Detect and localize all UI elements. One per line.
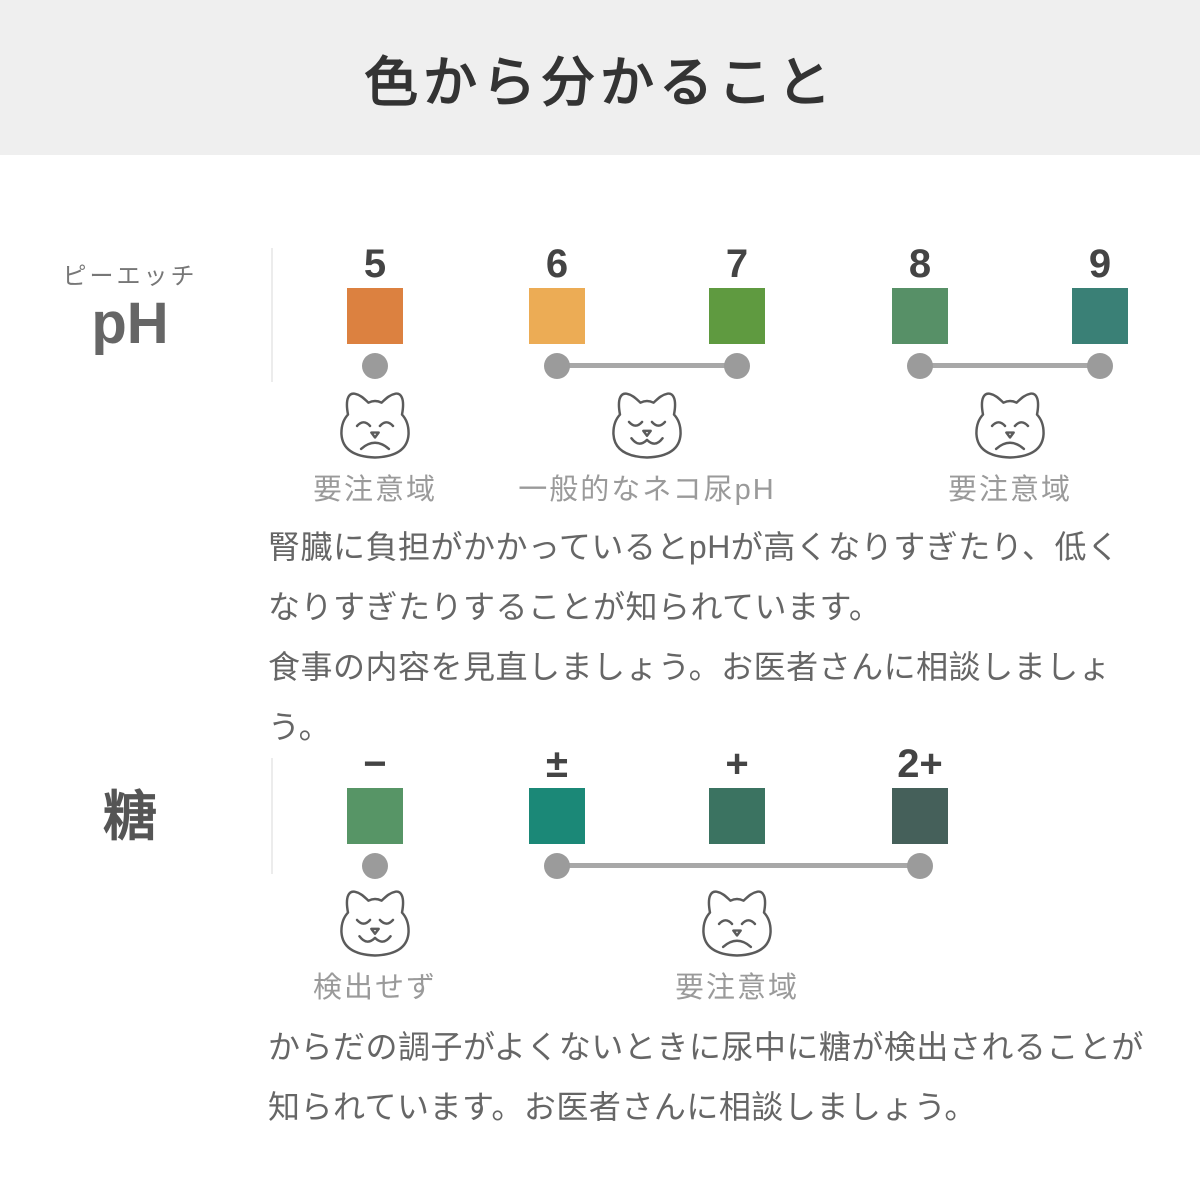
sugar-range-none-label: 検出せず (312, 972, 437, 1004)
ph-description-line: 食事の内容を見直しましょう。お医者さんに相談しましょう。 (268, 649, 1112, 745)
sugar-description: からだの調子がよくないときに尿中に糖が検出されることが 知られています。お医者さ… (268, 1017, 1158, 1137)
ph-value-6: 6 (545, 242, 569, 286)
ph-color-7 (709, 288, 765, 344)
ph-swatch-9: 9 (1010, 242, 1190, 344)
ph-color-5 (347, 288, 403, 344)
ph-range-normal: 一般的なネコ尿pH (477, 390, 817, 508)
sugar-swatch-plus: + (647, 742, 827, 844)
ph-description-line: なりすぎたりすることが知られています。 (268, 589, 882, 625)
ph-value-9: 9 (1088, 242, 1112, 286)
sugar-swatch-plusminus: ± (467, 742, 647, 844)
sad-cat-icon (975, 392, 1045, 459)
sugar-dot-2plus (907, 853, 933, 879)
sugar-dot-neg (362, 853, 388, 879)
header-band: 色から分かること (0, 0, 1200, 155)
ph-ruby-label: ピーエッチ (62, 263, 198, 290)
sugar-swatch-2plus: 2+ (830, 742, 1010, 844)
ph-value-8: 8 (908, 242, 932, 286)
ph-dot-9 (1087, 353, 1113, 379)
happy-cat-icon (612, 392, 682, 459)
ph-color-6 (529, 288, 585, 344)
sugar-row-label: 糖 (0, 786, 260, 844)
sugar-value-neg: − (363, 742, 387, 786)
sugar-range-caution: 要注意域 (567, 888, 907, 1006)
ph-swatch-7: 7 (647, 242, 827, 344)
ph-swatch-6: 6 (467, 242, 647, 344)
sugar-dot-plusminus (544, 853, 570, 879)
sad-cat-icon (340, 392, 410, 459)
sugar-value-2plus: 2+ (897, 742, 943, 786)
sugar-color-2plus (892, 788, 948, 844)
sugar-description-line: 知られています。お医者さんに相談しましょう。 (268, 1089, 977, 1125)
ph-range-high: 要注意域 (840, 390, 1180, 508)
ph-dot-8 (907, 353, 933, 379)
ph-value-5: 5 (363, 242, 387, 286)
ph-range-high-label: 要注意域 (947, 474, 1072, 506)
sugar-color-neg (347, 788, 403, 844)
ph-dot-7 (724, 353, 750, 379)
ph-swatch-5: 5 (285, 242, 465, 344)
ph-color-8 (892, 288, 948, 344)
ph-dot-5 (362, 353, 388, 379)
ph-description-line: 腎臓に負担がかかっているとpHが高くなりすぎたり、低く (268, 529, 1120, 565)
ph-dot-6 (544, 353, 570, 379)
sad-cat-icon (702, 890, 772, 957)
ph-label: pH (91, 291, 169, 356)
ph-swatch-8: 8 (830, 242, 1010, 344)
ph-description: 腎臓に負担がかかっているとpHが高くなりすぎたり、低く なりすぎたりすることが知… (268, 517, 1158, 757)
sugar-divider (271, 758, 273, 874)
sugar-caution-range-line (557, 863, 920, 868)
ph-color-9 (1072, 288, 1128, 344)
ph-value-7: 7 (725, 242, 749, 286)
sugar-description-line: からだの調子がよくないときに尿中に糖が検出されることが (268, 1029, 1144, 1065)
sugar-color-plusminus (529, 788, 585, 844)
ph-range-low: 要注意域 (205, 390, 545, 508)
ph-normal-range-line (557, 363, 737, 368)
sugar-swatch-neg: − (285, 742, 465, 844)
sugar-value-plusminus: ± (546, 742, 568, 786)
sugar-value-plus: + (725, 742, 749, 786)
sugar-color-plus (709, 788, 765, 844)
page-title: 色から分かること (364, 53, 836, 113)
ph-row-label: ピーエッチ pH (0, 256, 260, 353)
ph-range-low-label: 要注意域 (312, 474, 437, 506)
sugar-range-none: 検出せず (205, 888, 545, 1006)
ph-range-normal-label: 一般的なネコ尿pH (518, 474, 776, 506)
happy-cat-icon (340, 890, 410, 957)
ph-divider (271, 248, 273, 382)
sugar-label: 糖 (103, 787, 157, 847)
sugar-range-caution-label: 要注意域 (674, 972, 799, 1004)
ph-high-range-line (920, 363, 1100, 368)
